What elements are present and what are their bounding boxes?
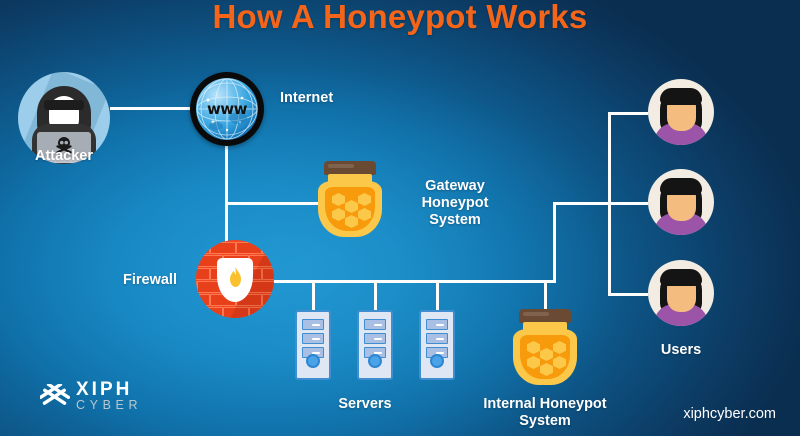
users-label: Users [660, 342, 702, 358]
user-avatar-icon [648, 260, 714, 326]
honeycomb-hex [358, 208, 371, 221]
globe-icon: www [196, 78, 258, 140]
internal-honeypot-label-line2: System [519, 413, 571, 429]
jar-neck [328, 174, 372, 183]
node-user-1[interactable] [648, 79, 714, 145]
internal-honeypot-label: Internal Honeypot System [470, 396, 620, 430]
website-url[interactable]: xiphcyber.com [683, 406, 776, 422]
user-avatar-icon [648, 169, 714, 235]
honeycomb-hex [540, 348, 553, 361]
power-button-icon [306, 354, 320, 368]
firewall-label: Firewall [123, 272, 177, 288]
node-server-1[interactable] [295, 310, 331, 380]
honeycomb-hex [527, 341, 540, 354]
attacker-circle-backdrop [18, 72, 110, 164]
jar-lid [519, 309, 571, 323]
link-server-3 [436, 280, 439, 310]
honeycomb-hex [358, 193, 371, 206]
link-bus-riser [553, 202, 556, 283]
honeycomb-hex [553, 341, 566, 354]
jar-lid [324, 161, 376, 175]
laptop-base [31, 158, 97, 163]
node-user-3[interactable] [648, 260, 714, 326]
power-button-icon [368, 354, 382, 368]
node-firewall[interactable] [196, 240, 274, 318]
xiph-x-mark-icon [40, 383, 70, 405]
gateway-honeypot-label: Gateway Honeypot System [400, 178, 510, 229]
honeycomb-hex [345, 215, 358, 228]
node-server-2[interactable] [357, 310, 393, 380]
gateway-honeypot-label-line1: Gateway [425, 178, 485, 194]
node-gateway-honeypot[interactable] [318, 161, 382, 239]
link-internet-firewall [225, 144, 228, 244]
gateway-honeypot-label-line3: System [429, 212, 481, 228]
jar-honey-fill [325, 187, 375, 231]
power-button-icon [430, 354, 444, 368]
link-server-1 [312, 280, 315, 310]
server-tower-icon [357, 310, 393, 380]
globe-www-text: www [206, 100, 248, 118]
honeycomb-hex [345, 200, 358, 213]
link-internal-honeypot [544, 280, 547, 310]
skull-crossbones-icon [56, 137, 72, 154]
jar-body [513, 329, 577, 385]
link-firewall-bus [266, 280, 556, 283]
user-avatar-icon [648, 79, 714, 145]
page-title: How A Honeypot Works [212, 0, 588, 35]
brand-name-primary: XIPH [76, 379, 133, 400]
servers-label: Servers [338, 396, 392, 412]
honeycomb-hex [332, 208, 345, 221]
link-user-2 [608, 202, 648, 205]
node-server-3[interactable] [419, 310, 455, 380]
server-tower-icon [295, 310, 331, 380]
node-internal-honeypot[interactable] [513, 309, 577, 387]
link-attacker-internet [110, 107, 192, 110]
brand-name-secondary: CYBER [76, 398, 143, 412]
attacker-label: Attacker [34, 148, 94, 164]
server-tower-icon [419, 310, 455, 380]
brand-logo[interactable]: XIPH CYBER [40, 379, 143, 412]
honeycomb-hex [527, 356, 540, 369]
node-user-2[interactable] [648, 169, 714, 235]
jar-body [318, 181, 382, 237]
globe-meridians [196, 78, 258, 140]
link-user-1 [608, 112, 648, 115]
link-gateway-honeypot [225, 202, 320, 205]
brand-wordmark: XIPH CYBER [76, 379, 143, 412]
link-server-2 [374, 280, 377, 310]
honeycomb-hex [332, 193, 345, 206]
jar-honey-fill [520, 335, 570, 379]
gateway-honeypot-label-line2: Honeypot [421, 195, 489, 211]
jar-neck [523, 322, 567, 331]
hacker-sunglasses-icon [44, 100, 84, 110]
node-internet[interactable]: www [190, 72, 264, 146]
honeycomb-hex [553, 356, 566, 369]
node-attacker[interactable] [18, 72, 110, 164]
flame-icon [229, 267, 241, 287]
internal-honeypot-label-line1: Internal Honeypot [483, 396, 607, 412]
link-riser-to-users [553, 202, 611, 205]
internet-label: Internet [280, 90, 334, 106]
link-user-3 [608, 293, 648, 296]
honeycomb-hex [540, 363, 553, 376]
